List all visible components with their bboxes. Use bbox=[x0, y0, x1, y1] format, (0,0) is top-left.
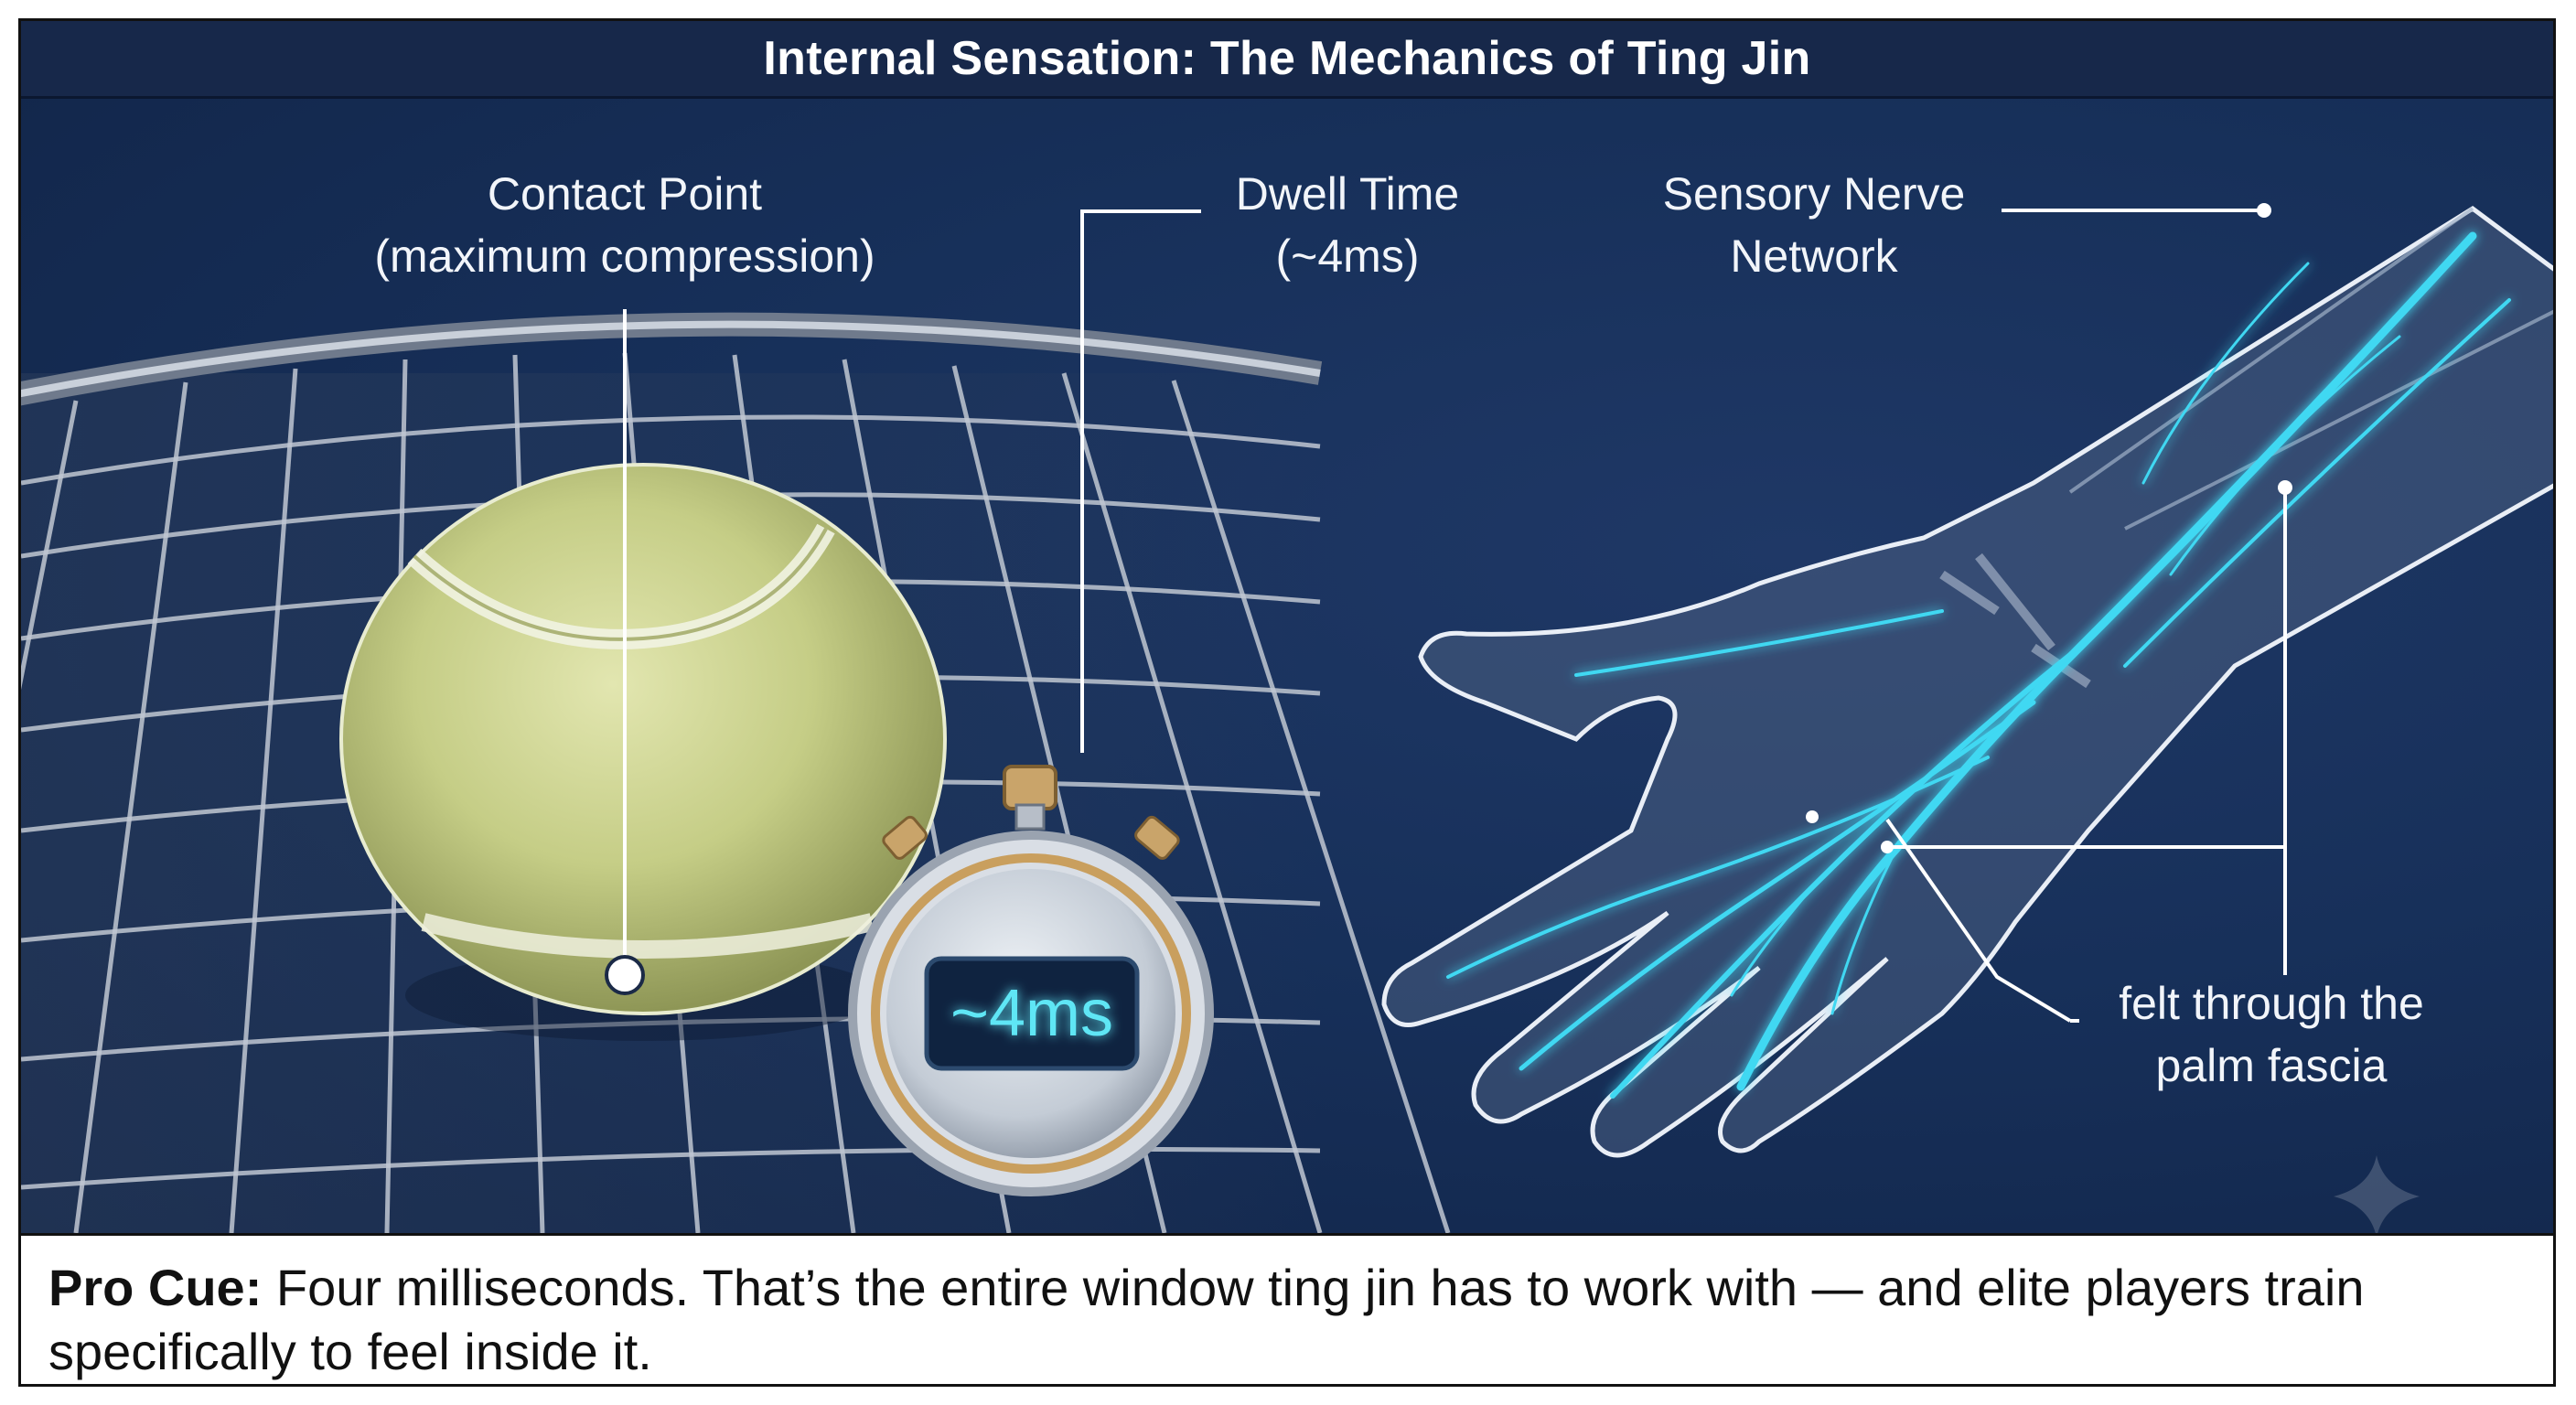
pro-cue-box: Pro Cue: Four milliseconds. That’s the e… bbox=[21, 1233, 2553, 1384]
palm-fascia-label-line1: felt through the bbox=[2119, 978, 2424, 1029]
dwell-time-label-line2: (~4ms) bbox=[1275, 231, 1420, 282]
sensory-nerve-label-line2: Network bbox=[1730, 231, 1898, 282]
sparkle-icon bbox=[2334, 1155, 2420, 1233]
sensory-nerve-label: Sensory Nerve Network bbox=[1626, 163, 2002, 287]
infographic-frame: Internal Sensation: The Mechanics of Tin… bbox=[18, 18, 2556, 1387]
contact-point-marker bbox=[605, 955, 645, 995]
contact-point-label-line1: Contact Point bbox=[487, 168, 763, 220]
dwell-time-label: Dwell Time (~4ms) bbox=[1201, 163, 1494, 287]
dwell-time-label-line1: Dwell Time bbox=[1235, 168, 1460, 220]
palm-fascia-marker-wrist bbox=[2278, 480, 2292, 495]
tennis-ball bbox=[339, 463, 947, 1041]
nerve-network bbox=[1446, 231, 2511, 1099]
hand-anatomy bbox=[1381, 205, 2553, 1158]
stopwatch-icon bbox=[848, 765, 1214, 1196]
palm-fascia-marker-palm bbox=[1881, 841, 1894, 853]
dwell-time-leader bbox=[1080, 209, 1201, 753]
sensory-nerve-label-line1: Sensory Nerve bbox=[1662, 168, 1966, 220]
contact-point-label: Contact Point (maximum compression) bbox=[323, 163, 927, 287]
palm-fascia-leader bbox=[1885, 488, 2287, 1023]
palm-fascia-label-line2: palm fascia bbox=[2155, 1040, 2388, 1091]
page-title: Internal Sensation: The Mechanics of Tin… bbox=[21, 21, 2553, 99]
sensory-nerve-marker bbox=[2257, 203, 2271, 218]
palm-fascia-marker-thumb bbox=[1806, 810, 1819, 823]
pro-cue-prefix: Pro Cue: bbox=[48, 1259, 263, 1316]
illustration-panel: ~4ms bbox=[21, 99, 2553, 1233]
palm-fascia-label: felt through the palm fascia bbox=[2079, 972, 2463, 1097]
contact-point-label-line2: (maximum compression) bbox=[374, 231, 875, 282]
stopwatch-readout: ~4ms bbox=[950, 977, 1113, 1050]
pro-cue-text: Four milliseconds. That’s the entire win… bbox=[48, 1259, 2365, 1380]
illustration-svg: ~4ms bbox=[21, 203, 2553, 1233]
